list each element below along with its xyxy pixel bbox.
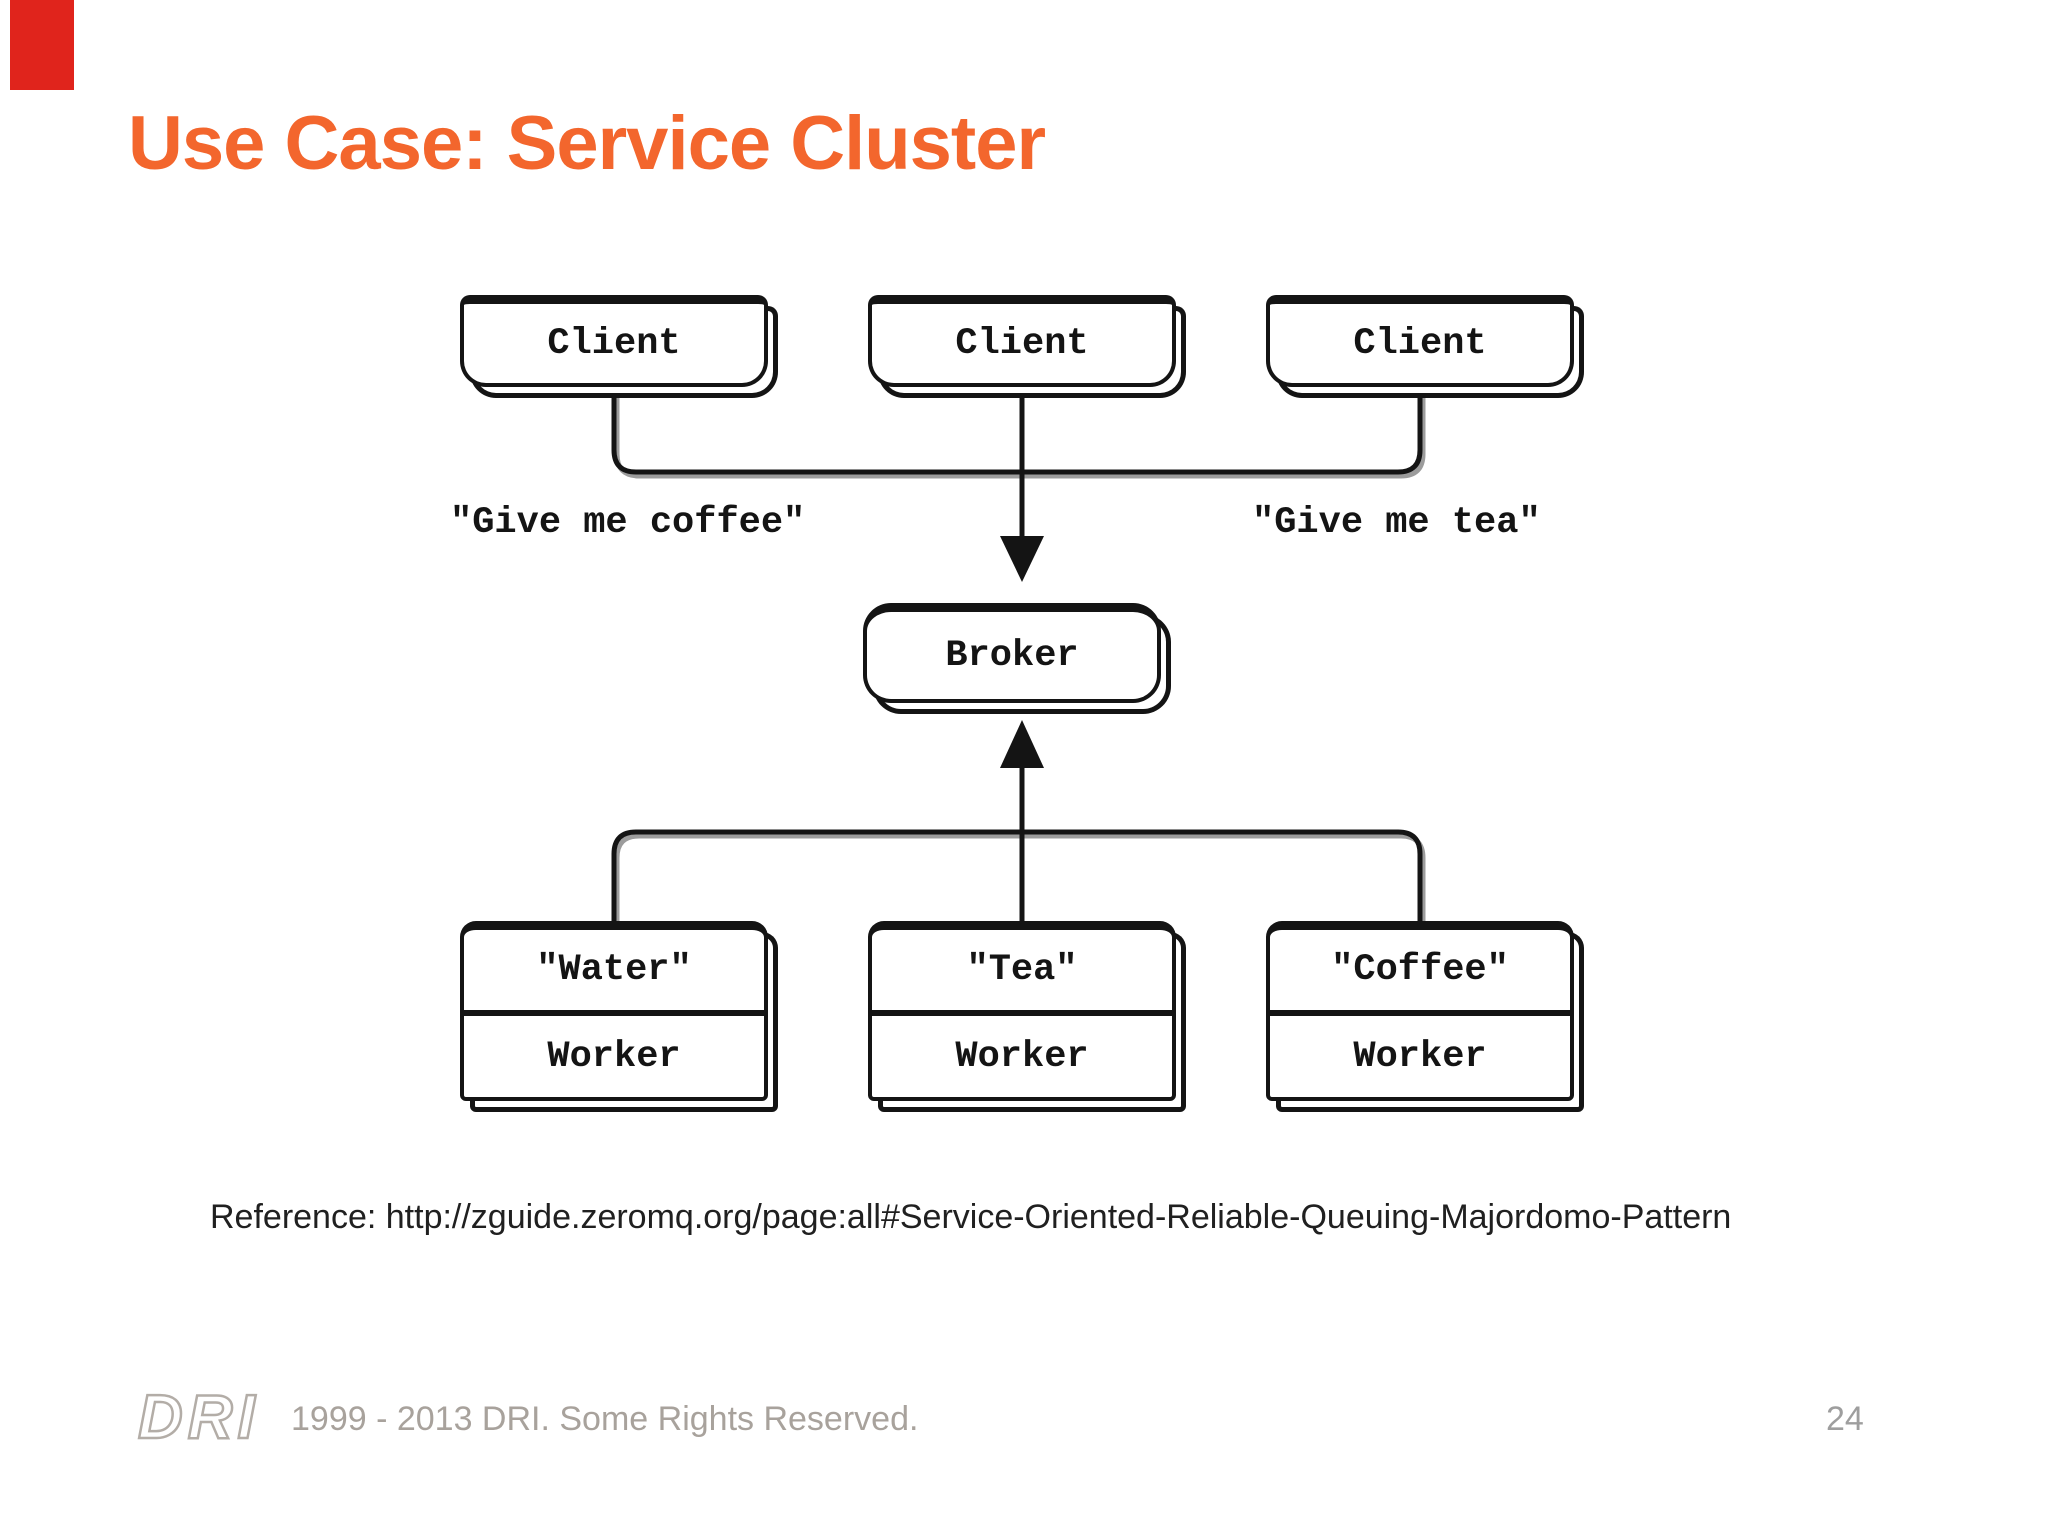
client-node-3: Client [1266,295,1574,387]
worker-service-cell: "Coffee" [1270,930,1570,1016]
worker-role-label: Worker [955,1035,1089,1078]
arrowhead-down-icon [1000,536,1044,582]
client-node-1: Client [460,295,768,387]
worker-node-coffee: "Coffee" Worker [1266,921,1574,1101]
client-node-2: Client [868,295,1176,387]
request-label-tea: "Give me tea" [1252,502,1541,544]
corner-accent-bar [10,0,74,90]
page-number: 24 [1826,1400,1864,1438]
broker-node-label: Broker [945,634,1079,677]
copyright-text: 1999 - 2013 DRI. Some Rights Reserved. [291,1400,919,1438]
workers-to-broker-connector [611,829,1423,928]
worker-service-label: "Water" [536,949,692,991]
worker-role-cell: Worker [872,1016,1172,1097]
worker-role-cell: Worker [1270,1016,1570,1097]
client-node-3-label: Client [1353,322,1487,365]
reference-text: Reference: http://zguide.zeromq.org/page… [210,1198,1732,1236]
worker-service-label: "Coffee" [1331,949,1509,991]
dri-logo: DRI [137,1382,260,1454]
worker-service-label: "Tea" [966,949,1078,991]
worker-service-cell: "Water" [464,930,764,1016]
client-node-2-label: Client [955,322,1089,365]
worker-role-label: Worker [1353,1035,1487,1078]
worker-node-water: "Water" Worker [460,921,768,1101]
worker-role-label: Worker [547,1035,681,1078]
broker-node: Broker [863,603,1161,703]
client-node-1-label: Client [547,322,681,365]
arrowhead-up-icon [1000,720,1044,768]
slide-title: Use Case: Service Cluster [128,101,1046,186]
worker-node-tea: "Tea" Worker [868,921,1176,1101]
request-label-coffee: "Give me coffee" [450,502,806,544]
worker-role-cell: Worker [464,1016,764,1097]
clients-to-broker-connector [611,380,1423,475]
worker-service-cell: "Tea" [872,930,1172,1016]
